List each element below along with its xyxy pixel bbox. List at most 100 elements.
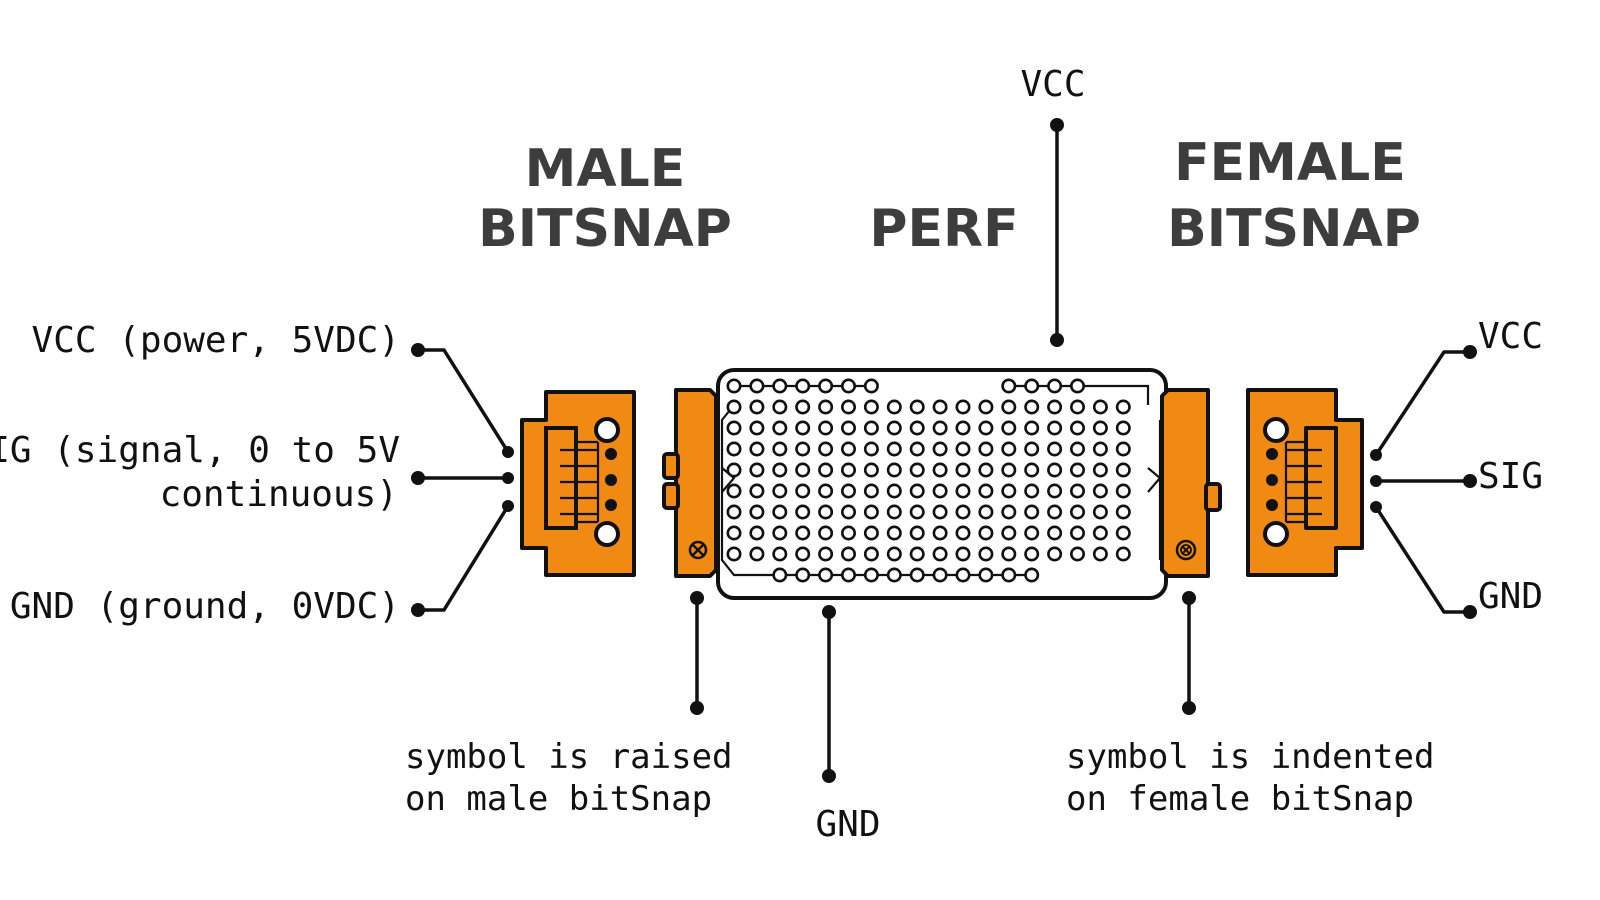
perf-hole (932, 462, 948, 478)
perf-hole (932, 567, 948, 583)
perf-hole (1047, 546, 1063, 562)
perf-hole (909, 525, 925, 541)
perf-hole (886, 399, 902, 415)
perf-hole (1115, 420, 1131, 436)
left-leads (411, 343, 514, 617)
right-vcc-label: VCC (1478, 316, 1543, 357)
perf-hole (1001, 525, 1017, 541)
perf-hole (1070, 462, 1086, 478)
perf-hole (1115, 399, 1131, 415)
perf-hole (1092, 399, 1108, 415)
perf-hole (840, 525, 856, 541)
female-note-line1: symbol is indented (1066, 737, 1434, 777)
perf-hole (772, 546, 788, 562)
perf-hole (749, 441, 765, 457)
perf-hole (932, 504, 948, 520)
perf-hole (932, 399, 948, 415)
perf-hole (863, 420, 879, 436)
perf-hole (1024, 504, 1040, 520)
perf-hole (840, 420, 856, 436)
perf-hole (863, 483, 879, 499)
perf-hole (795, 525, 811, 541)
perf-hole (1047, 441, 1063, 457)
perf-hole (726, 420, 742, 436)
perf-hole (886, 462, 902, 478)
perf-board (716, 368, 1168, 600)
perf-hole (955, 462, 971, 478)
perf-hole (1001, 441, 1017, 457)
perf-hole (1024, 378, 1040, 394)
perf-hole (1047, 525, 1063, 541)
indented-x-symbol-icon (1175, 539, 1197, 561)
perf-hole (1092, 483, 1108, 499)
perf-hole (978, 525, 994, 541)
perf-hole (1047, 504, 1063, 520)
perf-hole (1024, 399, 1040, 415)
perf-hole (818, 378, 834, 394)
perf-hole (1092, 441, 1108, 457)
perf-hole (978, 567, 994, 583)
perf-hole (749, 504, 765, 520)
perf-hole (1001, 504, 1017, 520)
perf-hole (749, 420, 765, 436)
perf-hole (818, 399, 834, 415)
perf-hole (1070, 525, 1086, 541)
perf-hole (749, 399, 765, 415)
perf-hole (955, 483, 971, 499)
perf-hole (818, 567, 834, 583)
perf-hole (840, 399, 856, 415)
perf-hole (932, 525, 948, 541)
perf-hole (1070, 483, 1086, 499)
perf-hole (1001, 399, 1017, 415)
perf-hole (840, 462, 856, 478)
perf-hole (1070, 420, 1086, 436)
perf-hole (772, 504, 788, 520)
perf-hole (840, 546, 856, 562)
perf-hole (749, 483, 765, 499)
perf-hole (978, 399, 994, 415)
perf-hole (955, 546, 971, 562)
perf-hole (886, 504, 902, 520)
male-note-line2: on male bitSnap (405, 779, 712, 819)
perf-hole (1001, 420, 1017, 436)
perf-hole (1115, 441, 1131, 457)
bottom-leads (690, 591, 1196, 783)
perf-hole (1070, 546, 1086, 562)
perf-vcc-dot-bottom (1050, 333, 1064, 347)
perf-hole (818, 504, 834, 520)
perf-hole (863, 399, 879, 415)
perf-hole (863, 378, 879, 394)
perf-hole (1047, 399, 1063, 415)
perf-hole (909, 462, 925, 478)
perf-hole (1047, 378, 1063, 394)
perf-hole (978, 441, 994, 457)
perf-hole (886, 525, 902, 541)
male-note-line1: symbol is raised (405, 737, 733, 777)
right-gnd-label: GND (1478, 576, 1543, 617)
perf-hole (795, 504, 811, 520)
perf-hole (795, 441, 811, 457)
perf-hole (726, 378, 742, 394)
perf-hole (772, 483, 788, 499)
perf-vcc-dot-top (1050, 118, 1064, 132)
perf-hole (726, 399, 742, 415)
perf-hole (1047, 420, 1063, 436)
perf-hole (886, 441, 902, 457)
perf-hole (795, 462, 811, 478)
perf-hole (1001, 462, 1017, 478)
perf-hole (955, 420, 971, 436)
perf-hole (909, 441, 925, 457)
perf-hole (1092, 546, 1108, 562)
perf-hole (772, 420, 788, 436)
raised-x-symbol-icon (688, 540, 708, 560)
perf-hole (749, 525, 765, 541)
male-title-line1: MALE (525, 139, 686, 199)
perf-hole (978, 546, 994, 562)
left-sig-label-line1: SIG (signal, 0 to 5V (0, 430, 400, 471)
perf-hole (1115, 483, 1131, 499)
perf-hole (772, 525, 788, 541)
perf-hole (772, 378, 788, 394)
perf-hole (1001, 567, 1017, 583)
perf-hole (1070, 378, 1086, 394)
perf-hole (1001, 378, 1017, 394)
